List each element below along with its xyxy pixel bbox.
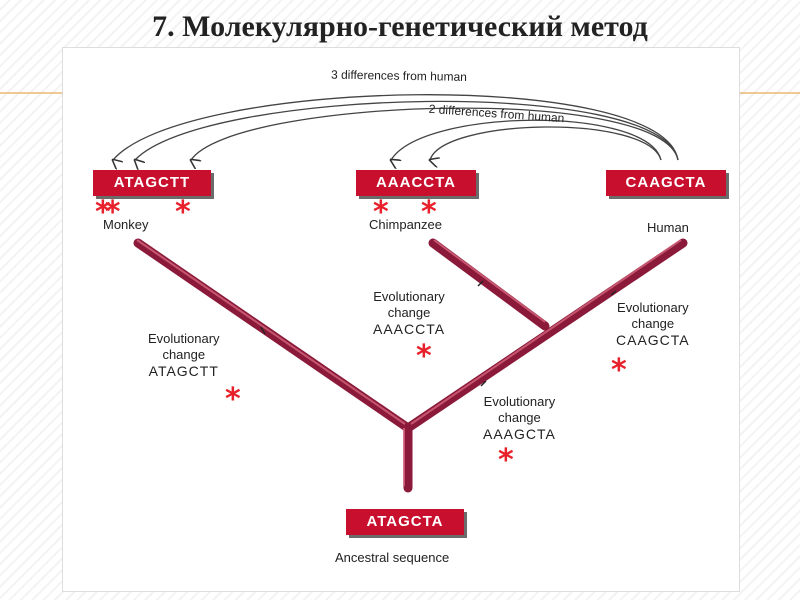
change-marker-chimpanzee: *	[416, 339, 432, 374]
evolution-sequence: AAACCTA	[373, 321, 446, 337]
change-marker-ancestral: *	[498, 443, 514, 478]
change-marker-human: *	[611, 353, 627, 388]
evolution-sequence: AAAGCTA	[483, 426, 556, 442]
evolution-label-human: Evolutionary change CAAGCTA	[616, 300, 690, 348]
species-label-monkey: Monkey	[103, 217, 149, 232]
arc-outer-2	[135, 100, 679, 160]
page-title: 7. Молекулярно-генетический метод	[152, 10, 648, 43]
arc-inner-2	[430, 126, 662, 160]
tree-graphic: 3 differences from human 2 differences f…	[63, 68, 688, 493]
species-label-human: Human	[647, 220, 689, 235]
sequence-box-monkey: ATAGCTT	[93, 170, 211, 196]
evolution-label-chimpanzee: Evolutionary change AAACCTA	[373, 289, 445, 337]
branch-right	[403, 238, 688, 433]
branch-monkey	[133, 238, 413, 433]
evolution-label-text: Evolutionary change	[148, 331, 220, 362]
difference-marker-monkey: *	[175, 195, 191, 230]
sequence-box-ancestral: ATAGCTA	[346, 509, 464, 535]
phylogeny-diagram: 3 differences from human 2 differences f…	[62, 47, 740, 592]
evolution-label-text: Evolutionary change	[617, 300, 689, 331]
evolution-label-ancestral-branch: Evolutionary change AAAGCTA	[483, 394, 556, 442]
branch-chimp	[428, 238, 550, 331]
sequence-box-human: CAAGCTA	[606, 170, 726, 196]
arc-inner-1	[391, 119, 662, 160]
evolution-label-monkey: Evolutionary change ATAGCTT	[148, 331, 220, 379]
difference-marker-chimp-2: *	[421, 195, 437, 230]
evolution-label-text: Evolutionary change	[373, 289, 445, 320]
evolution-sequence: CAAGCTA	[616, 332, 690, 348]
species-label-chimpanzee: Chimpanzee	[369, 217, 442, 232]
difference-marker-monkey-double: **	[95, 195, 121, 230]
evolution-label-text: Evolutionary change	[483, 394, 556, 425]
sequence-box-chimpanzee: AAACCTA	[356, 170, 476, 196]
arc-outer-1	[113, 94, 679, 160]
arc-label-outer: 3 differences from human	[331, 68, 467, 84]
evolution-sequence: ATAGCTT	[148, 363, 219, 379]
change-marker-monkey: *	[225, 382, 241, 417]
difference-marker-chimp-1: *	[373, 195, 389, 230]
ancestral-label: Ancestral sequence	[335, 550, 450, 565]
arc-outer-3	[191, 107, 679, 160]
